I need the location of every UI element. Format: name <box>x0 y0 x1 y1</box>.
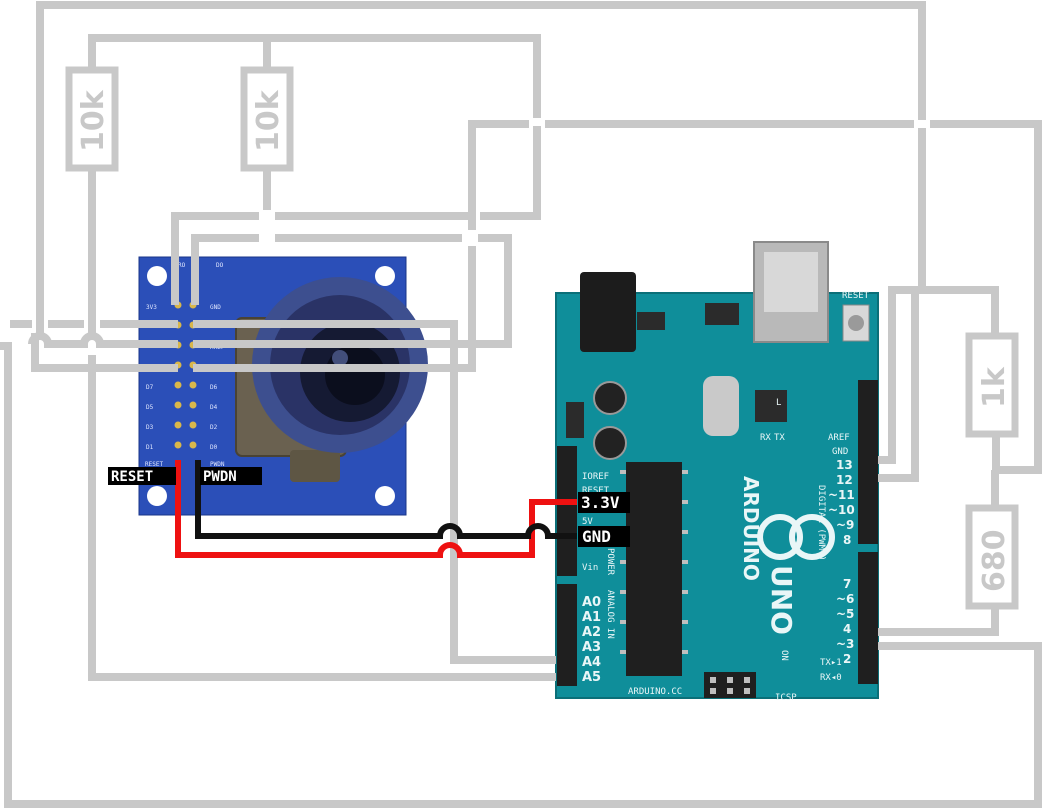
svg-text:ICSP: ICSP <box>775 693 797 703</box>
svg-text:D0: D0 <box>210 444 218 451</box>
svg-text:A2: A2 <box>582 625 601 640</box>
analog-title: ANALOG IN <box>605 590 615 639</box>
icsp-header <box>704 672 756 698</box>
arduino-logo: ARDUINO UNO DIGITAL (PWM~) ARDUINO.CC PO… <box>605 476 835 697</box>
svg-text:~6: ~6 <box>836 592 854 606</box>
digital-header-low <box>858 552 878 684</box>
label-pwdn: PWDN <box>200 467 262 485</box>
arduino-brand: ARDUINO <box>739 476 763 581</box>
digital-pin-labels: AREF GND 13 12 ~11 ~10 ~9 8 7 ~6 ~5 4 ~3… <box>820 433 855 683</box>
label-gnd: GND <box>578 526 630 547</box>
svg-text:3.3V: 3.3V <box>581 493 620 512</box>
svg-text:TX▸1: TX▸1 <box>820 658 842 668</box>
svg-text:GND: GND <box>210 304 221 311</box>
camera-silk-ro: RO <box>178 262 186 269</box>
crystal <box>703 376 739 436</box>
wire-to-a5 <box>88 355 556 681</box>
board-misc-labels: ICSP ON TX RX L <box>760 398 797 703</box>
svg-text:Vin: Vin <box>582 563 598 573</box>
reset-label: RESET <box>842 291 870 301</box>
resistor-1k: 1k <box>965 332 1019 438</box>
wire-to-d3 <box>878 608 999 636</box>
wire-to-a4 <box>193 320 556 664</box>
svg-text:D6: D6 <box>210 384 218 391</box>
svg-text:7: 7 <box>843 577 851 591</box>
svg-text:10k: 10k <box>251 89 286 152</box>
wire-top-loop <box>36 1 926 333</box>
digital-title: DIGITAL (PWM~) <box>816 485 826 561</box>
usb-chip <box>755 390 787 422</box>
svg-text:4: 4 <box>843 622 851 636</box>
svg-text:D1: D1 <box>146 444 154 451</box>
svg-text:~11: ~11 <box>828 488 855 502</box>
svg-text:3V3: 3V3 <box>146 304 157 311</box>
power-header <box>557 446 577 576</box>
svg-text:A4: A4 <box>582 655 601 670</box>
wire-to-1k <box>878 286 999 464</box>
svg-text:RESET: RESET <box>145 461 163 468</box>
svg-text:ON: ON <box>779 650 789 661</box>
svg-text:D3: D3 <box>146 424 154 431</box>
svg-text:1k: 1k <box>977 366 1012 408</box>
svg-text:~5: ~5 <box>836 607 854 621</box>
arduino-model: UNO <box>765 565 798 635</box>
svg-text:L: L <box>776 398 781 408</box>
digital-header-high <box>858 380 878 544</box>
svg-text:8: 8 <box>843 533 851 547</box>
svg-text:D2: D2 <box>210 424 218 431</box>
camera-module: RO DO 3V3 D7 D5 D3 D1 RESET GND HREF D6 … <box>138 256 428 516</box>
wire-to-d2 <box>0 342 1042 808</box>
svg-text:PWDN: PWDN <box>210 461 225 468</box>
svg-text:~3: ~3 <box>836 637 854 651</box>
atmega-chip <box>626 462 682 676</box>
svg-text:TX: TX <box>774 433 785 443</box>
svg-text:A1: A1 <box>582 610 601 625</box>
power-title: POWER <box>605 548 615 576</box>
arduino-site: ARDUINO.CC <box>628 687 682 697</box>
svg-text:RX◂0: RX◂0 <box>820 673 842 683</box>
capacitor <box>593 381 627 415</box>
arduino-uno-board: RESET ARDUINO UNO DIGITAL (PWM~) ARDUINO… <box>555 241 879 703</box>
svg-text:RX: RX <box>760 433 771 443</box>
svg-text:GND: GND <box>832 447 848 457</box>
svg-text:5V: 5V <box>582 517 593 527</box>
label-3v3: 3.3V <box>578 492 630 513</box>
analog-header <box>557 584 577 686</box>
dc-jack <box>580 272 636 352</box>
resistor-680: 680 <box>965 504 1019 610</box>
camera-left-silk: 3V3 D7 D5 D3 D1 RESET <box>145 304 163 468</box>
resistor-10k-left: 10k <box>65 66 119 172</box>
red-wire-3v3 <box>175 460 577 558</box>
svg-text:10k: 10k <box>76 89 111 152</box>
analog-pin-labels: A0 A1 A2 A3 A4 A5 <box>582 595 601 685</box>
svg-text:RESET: RESET <box>582 486 610 496</box>
svg-text:A0: A0 <box>582 595 601 610</box>
svg-text:12: 12 <box>836 473 853 487</box>
svg-text:~9: ~9 <box>836 518 854 532</box>
capacitor <box>593 426 627 460</box>
power-header-labels: IOREF RESET 5V Vin <box>582 472 610 573</box>
svg-text:A3: A3 <box>582 640 601 655</box>
svg-text:D7: D7 <box>146 384 154 391</box>
svg-text:PWDN: PWDN <box>203 469 237 485</box>
svg-text:AREF: AREF <box>828 433 850 443</box>
svg-text:RESET: RESET <box>111 469 153 485</box>
svg-text:GND: GND <box>582 527 611 546</box>
svg-text:D4: D4 <box>210 404 218 411</box>
svg-text:IOREF: IOREF <box>582 472 609 482</box>
svg-text:A5: A5 <box>582 670 601 685</box>
camera-silk-do: DO <box>216 262 224 269</box>
black-wire-gnd <box>195 460 577 539</box>
wire-resistor-pullup-bus <box>88 34 541 118</box>
svg-text:D5: D5 <box>146 404 154 411</box>
svg-text:2: 2 <box>843 652 851 666</box>
svg-text:~10: ~10 <box>828 503 855 517</box>
svg-text:680: 680 <box>977 529 1012 592</box>
svg-text:13: 13 <box>836 458 853 472</box>
label-reset: RESET <box>108 467 176 485</box>
resistor-10k-right: 10k <box>240 66 294 172</box>
